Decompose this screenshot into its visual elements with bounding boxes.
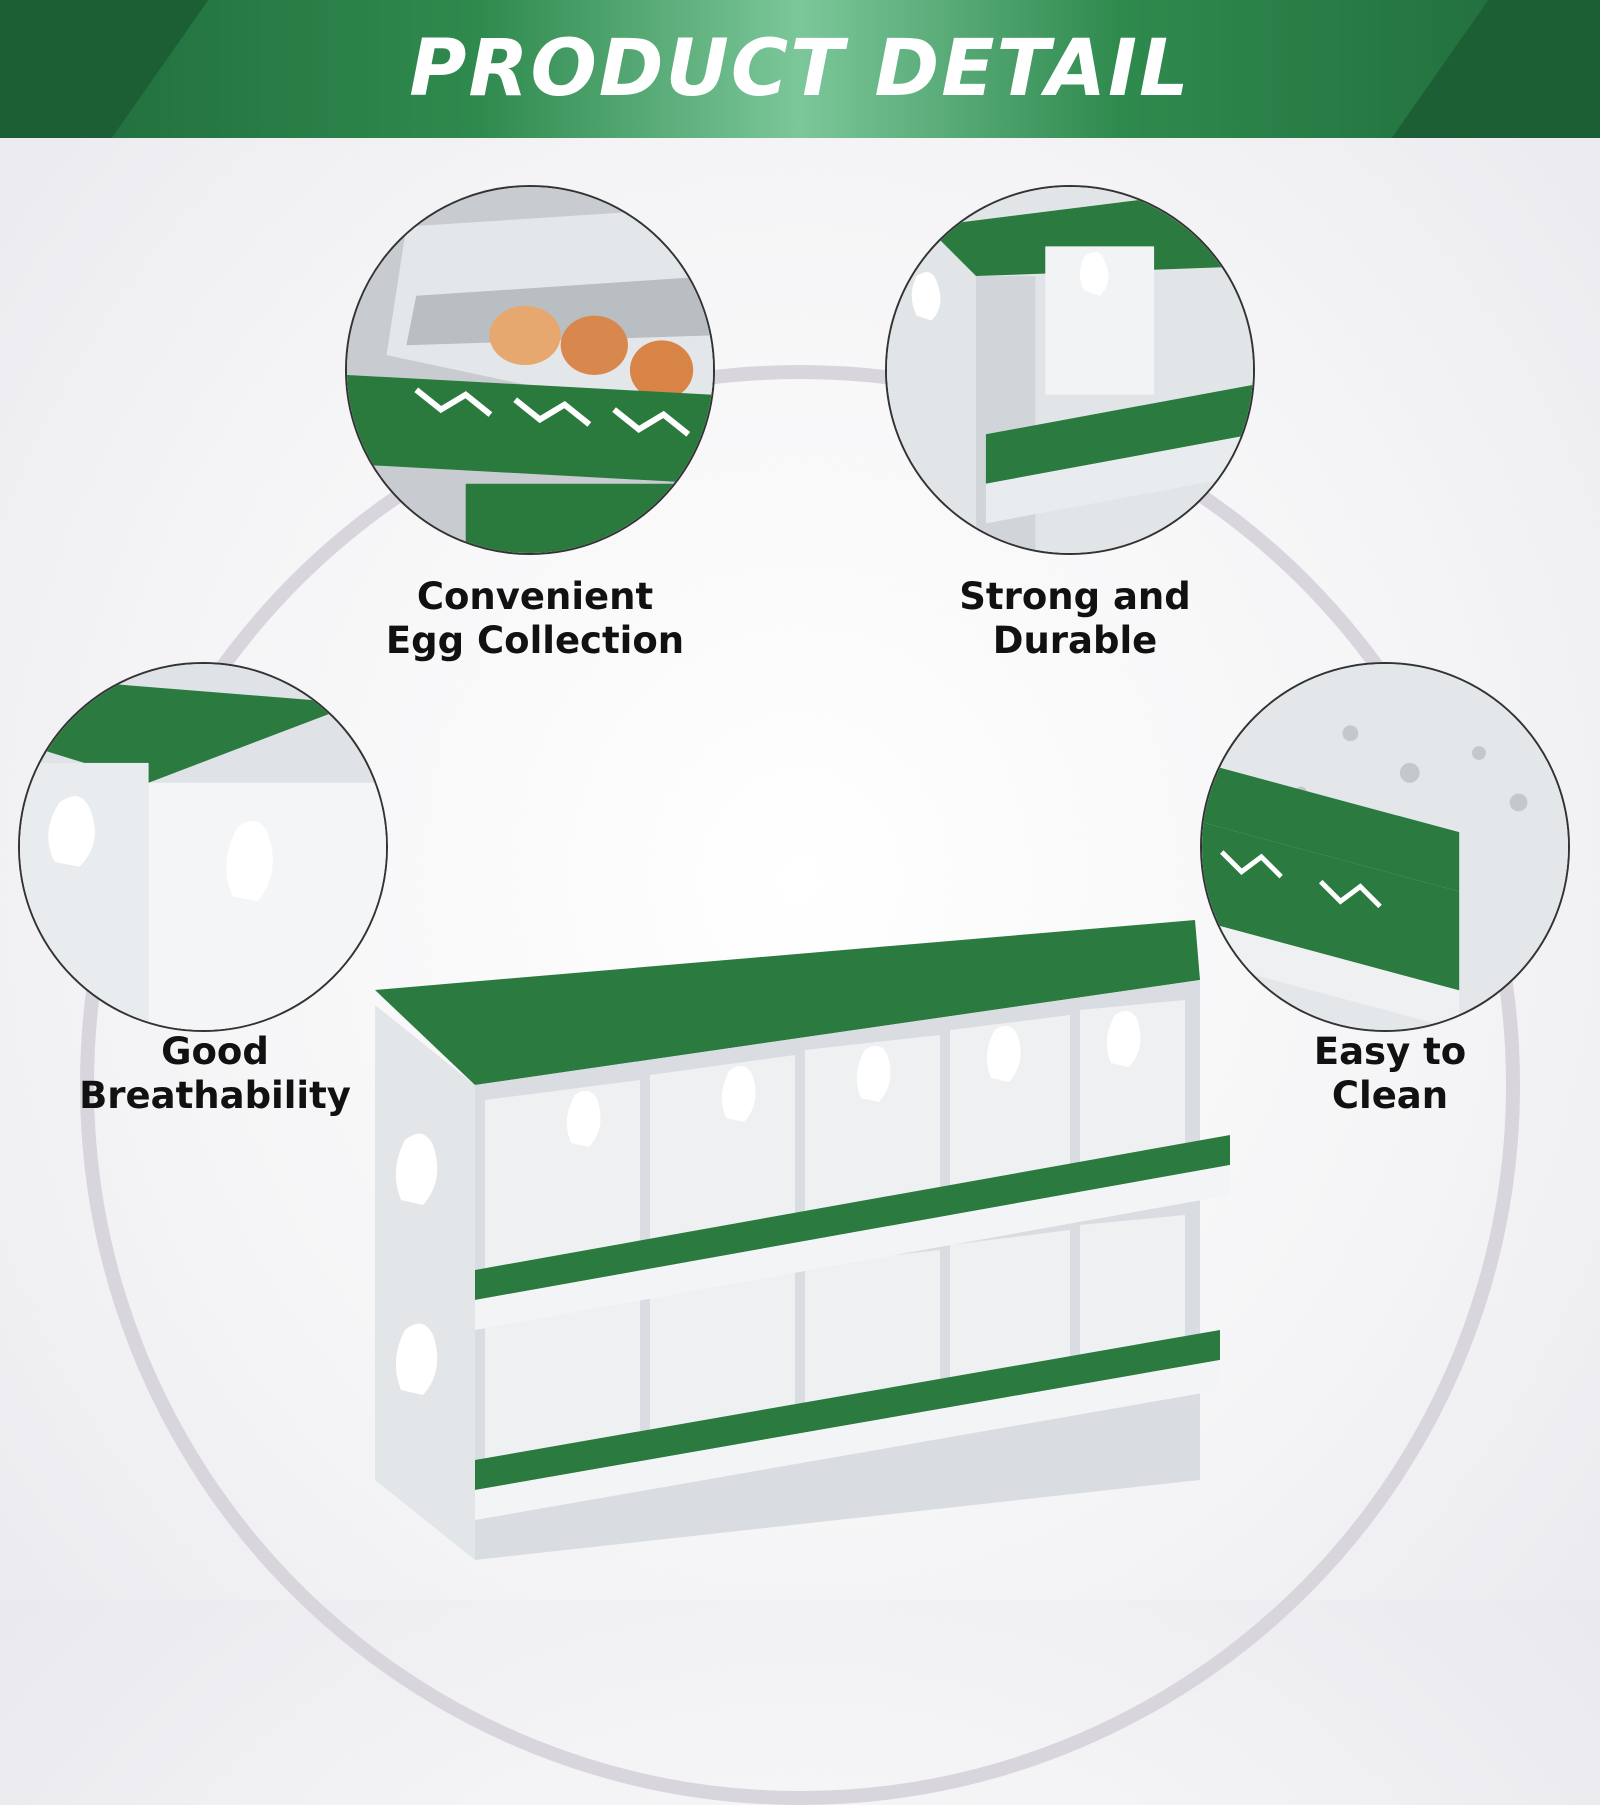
feature-label-breathability: Good Breathability (79, 1030, 351, 1117)
chicken-icon (226, 820, 273, 902)
chicken-icon (856, 1045, 891, 1102)
water-drop-icon (1509, 793, 1528, 812)
chicken-icon (48, 796, 95, 867)
nesting-box-product-image (370, 920, 1250, 1560)
feature-label-egg-collection: Convenient Egg Collection (385, 575, 685, 662)
chicken-icon (395, 1323, 438, 1395)
chicken-icon (395, 1133, 438, 1205)
banner-stripe-left (0, 0, 209, 138)
breathability-detail-image (18, 662, 388, 1032)
feature-label-clean: Easy to Clean (1313, 1030, 1467, 1117)
chicken-icon (986, 1025, 1021, 1082)
egg-icon (560, 315, 628, 375)
banner-stripe-right (1391, 0, 1600, 138)
water-drop-icon (1342, 725, 1359, 742)
feature-label-durable: Strong and Durable (959, 575, 1191, 662)
egg-icon (629, 340, 694, 400)
page-title: PRODUCT DETAIL (409, 24, 1191, 114)
water-drop-icon (1399, 762, 1420, 783)
easy-clean-detail-image (1200, 662, 1570, 1032)
chicken-icon (1079, 252, 1109, 296)
header-banner: PRODUCT DETAIL (0, 0, 1600, 138)
durable-detail-image (885, 185, 1255, 555)
chicken-icon (911, 272, 941, 321)
egg-icon (489, 305, 561, 366)
chicken-icon (721, 1065, 756, 1122)
chicken-icon (566, 1090, 601, 1147)
egg-collection-detail-image (345, 185, 715, 555)
water-drop-icon (1472, 746, 1486, 760)
chicken-icon (1106, 1010, 1141, 1067)
